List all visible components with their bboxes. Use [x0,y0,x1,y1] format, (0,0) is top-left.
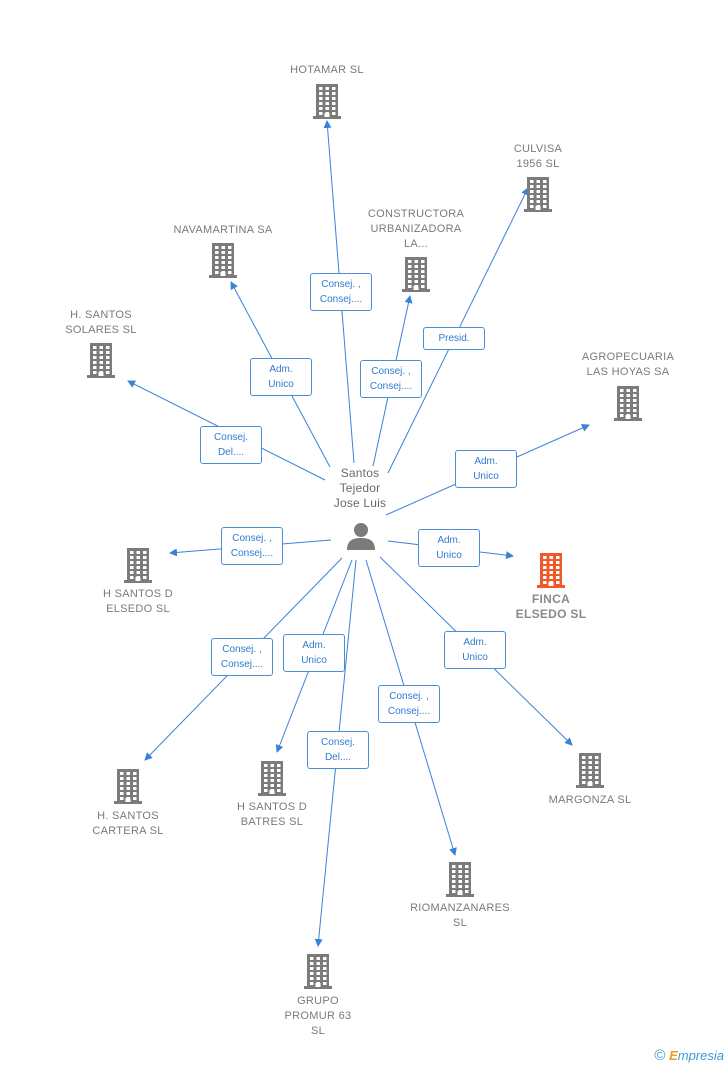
building-icon[interactable] [312,83,342,119]
relation-label-margonza[interactable]: Adm. Unico [444,631,506,669]
company-name[interactable]: AGROPECUARIA LAS HOYAS SA [581,351,675,378]
relation-label-hotamar[interactable]: Consej. , Consej.... [310,273,372,311]
relation-label-hsantos-batres[interactable]: Adm. Unico [283,634,345,672]
relation-label-navamartina[interactable]: Adm. Unico [250,358,312,396]
person-icon[interactable] [346,521,376,551]
company-name[interactable]: CONSTRUCTORA URBANIZADORA LA... [367,208,465,250]
building-icon[interactable] [113,768,143,804]
relation-label-culvisa[interactable]: Presid. [423,326,485,350]
company-node-finca-elsedo[interactable]: FINCA ELSEDO SL [486,592,616,622]
company-node-grupo-promur[interactable]: GRUPO PROMUR 63 SL [253,994,383,1039]
relation-label-finca-elsedo[interactable]: Adm. Unico [418,529,480,567]
company-node-hsantos-batres[interactable]: H SANTOS D BATRES SL [207,800,337,830]
company-node-hotamar[interactable]: HOTAMAR SL [262,63,392,78]
company-node-navamartina[interactable]: NAVAMARTINA SA [158,223,288,238]
company-name[interactable]: NAVAMARTINA SA [173,224,273,236]
relation-label-grupo-promur[interactable]: Consej. Del.... [307,731,369,769]
relation-label-riomanzanares[interactable]: Consej. , Consej.... [378,685,440,723]
company-name[interactable]: H. SANTOS CARTERA SL [92,810,164,837]
company-name[interactable]: CULVISA 1956 SL [513,143,563,170]
relation-label-hsantos-solares[interactable]: Consej. Del.... [200,426,262,464]
company-node-margonza[interactable]: MARGONZA SL [525,793,655,808]
company-node-agropecuaria[interactable]: AGROPECUARIA LAS HOYAS SA [563,350,693,380]
building-icon[interactable] [86,342,116,378]
company-node-riomanzanares[interactable]: RIOMANZANARES SL [395,901,525,931]
building-icon[interactable] [613,385,643,421]
empresia-logo: © Empresia [654,1047,724,1064]
company-name[interactable]: GRUPO PROMUR 63 SL [284,995,352,1037]
relation-label-constructora[interactable]: Consej. , Consej.... [360,360,422,398]
building-icon[interactable] [401,256,431,292]
company-name[interactable]: HOTAMAR SL [290,64,364,76]
company-name[interactable]: RIOMANZANARES SL [410,902,510,929]
company-node-constructora[interactable]: CONSTRUCTORA URBANIZADORA LA... [351,207,481,252]
person-name: Santos Tejedor Jose Luis [333,466,387,510]
building-icon[interactable] [575,752,605,788]
building-icon-highlighted[interactable] [536,552,566,588]
company-node-hsantos-cartera[interactable]: H. SANTOS CARTERA SL [63,809,193,839]
building-icon[interactable] [303,953,333,989]
company-name[interactable]: H SANTOS D BATRES SL [236,801,308,828]
relation-label-hsantos-elsedo[interactable]: Consej. , Consej.... [221,527,283,565]
building-icon[interactable] [208,242,238,278]
building-icon[interactable] [445,861,475,897]
company-node-hsantos-elsedo[interactable]: H SANTOS D ELSEDO SL [73,587,203,617]
building-icon[interactable] [523,176,553,212]
building-icon[interactable] [257,760,287,796]
company-name[interactable]: H. SANTOS SOLARES SL [65,309,137,336]
company-node-culvisa[interactable]: CULVISA 1956 SL [473,142,603,172]
relation-label-hsantos-cartera[interactable]: Consej. , Consej.... [211,638,273,676]
company-name[interactable]: H SANTOS D ELSEDO SL [102,588,174,615]
company-name[interactable]: MARGONZA SL [548,794,632,806]
relation-label-agropecuaria[interactable]: Adm. Unico [455,450,517,488]
building-icon[interactable] [123,547,153,583]
company-node-hsantos-solares[interactable]: H. SANTOS SOLARES SL [36,308,166,338]
company-name[interactable]: FINCA ELSEDO SL [515,592,587,621]
